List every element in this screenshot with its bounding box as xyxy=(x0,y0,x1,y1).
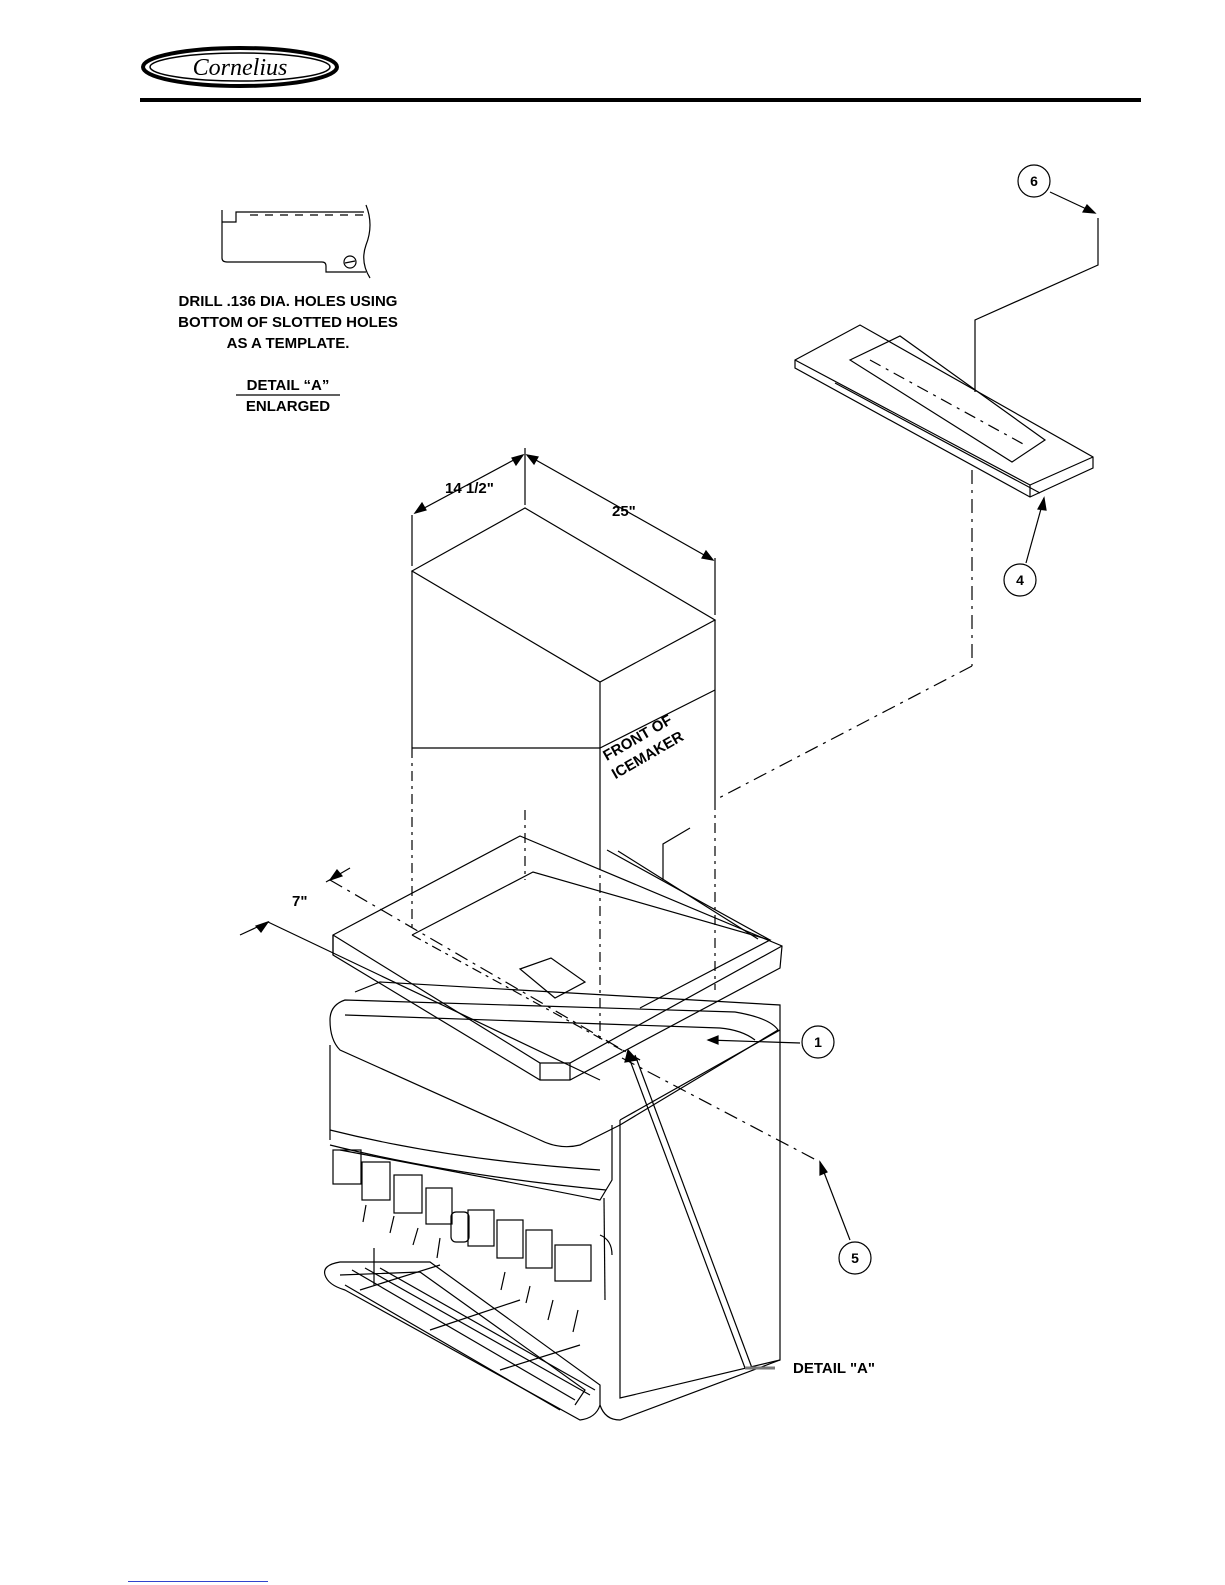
detail-title: DETAIL “A” xyxy=(247,377,330,394)
detail-a-callout-label: DETAIL "A" xyxy=(793,1360,875,1377)
detail-note-line-2: BOTTOM OF SLOTTED HOLES xyxy=(178,314,398,331)
detail-subtitle: ENLARGED xyxy=(246,398,330,415)
detail-a-sketch xyxy=(222,205,370,278)
callout-leaders xyxy=(625,192,1095,1368)
center-lines xyxy=(622,218,1098,1162)
callout-6-label: 6 xyxy=(1030,173,1038,189)
dimension-depth-label: 14 1/2" xyxy=(445,480,494,497)
dispenser-body xyxy=(325,982,780,1420)
footer-link-underline[interactable] xyxy=(128,1581,268,1582)
cover-bracket xyxy=(795,325,1093,497)
dimension-width-label: 25" xyxy=(612,503,636,520)
detail-note-line-3: AS A TEMPLATE. xyxy=(227,335,350,352)
dimension-offset-label: 7" xyxy=(292,893,307,910)
callout-5-label: 5 xyxy=(851,1250,859,1266)
callout-4-label: 4 xyxy=(1016,572,1024,588)
detail-note-line-1: DRILL .136 DIA. HOLES USING xyxy=(179,293,398,310)
callout-1-label: 1 xyxy=(814,1034,822,1050)
